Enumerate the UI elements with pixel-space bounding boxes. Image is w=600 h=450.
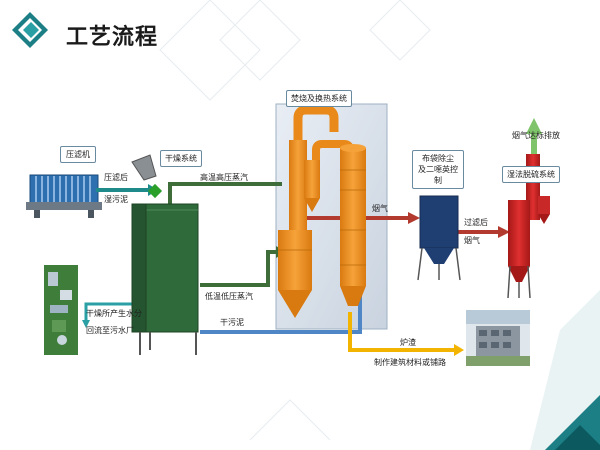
label-condensate-1: 干燥所产生水分 — [86, 309, 142, 318]
incinerator-unit — [278, 105, 366, 318]
slide-title: 工艺流程 — [66, 25, 159, 50]
logo-diamond-icon — [12, 12, 48, 48]
high-temp-steam-line — [168, 182, 282, 206]
label-after-filter-1: 压滤后 — [104, 173, 128, 182]
label-filter-press: 压滤机 — [60, 146, 96, 163]
label-after-filter-gas-1: 过滤后 — [464, 218, 488, 227]
label-wet-desulfurization: 湿法脱硫系统 — [502, 166, 560, 183]
label-building-material: 制作建筑材料或铺路 — [374, 358, 446, 367]
label-baghouse-line-2: 及二噁英控制 — [418, 165, 458, 185]
label-condensate-2: 回流至污水厂 — [86, 326, 134, 335]
label-emission: 烟气达标排放 — [512, 131, 560, 140]
label-baghouse: 布袋除尘 及二噁英控制 — [412, 150, 464, 189]
label-slag: 炉渣 — [400, 338, 416, 347]
baghouse-unit — [417, 195, 461, 281]
building-material-photo — [466, 310, 530, 366]
label-drying-system: 干燥系统 — [160, 150, 202, 167]
treatment-plant-photo — [44, 265, 78, 355]
corner-decoration — [530, 290, 600, 450]
label-combustion-system: 焚烧及换热系统 — [286, 90, 352, 107]
label-after-filter-2: 湿污泥 — [104, 195, 128, 204]
slag-line — [348, 312, 456, 352]
condensate-line — [84, 302, 146, 322]
label-high-temp-steam: 高温高压蒸汽 — [200, 173, 248, 182]
label-dry-sludge: 干污泥 — [220, 318, 244, 327]
label-flue-gas: 烟气 — [372, 204, 388, 213]
filter-press-icon — [26, 174, 102, 218]
low-temp-steam-line — [200, 250, 278, 287]
dryer-unit — [131, 154, 199, 355]
label-low-temp-steam: 低温低压蒸汽 — [205, 292, 253, 301]
label-after-filter-gas-2: 烟气 — [464, 236, 480, 245]
label-baghouse-line-1: 布袋除尘 — [422, 154, 454, 163]
